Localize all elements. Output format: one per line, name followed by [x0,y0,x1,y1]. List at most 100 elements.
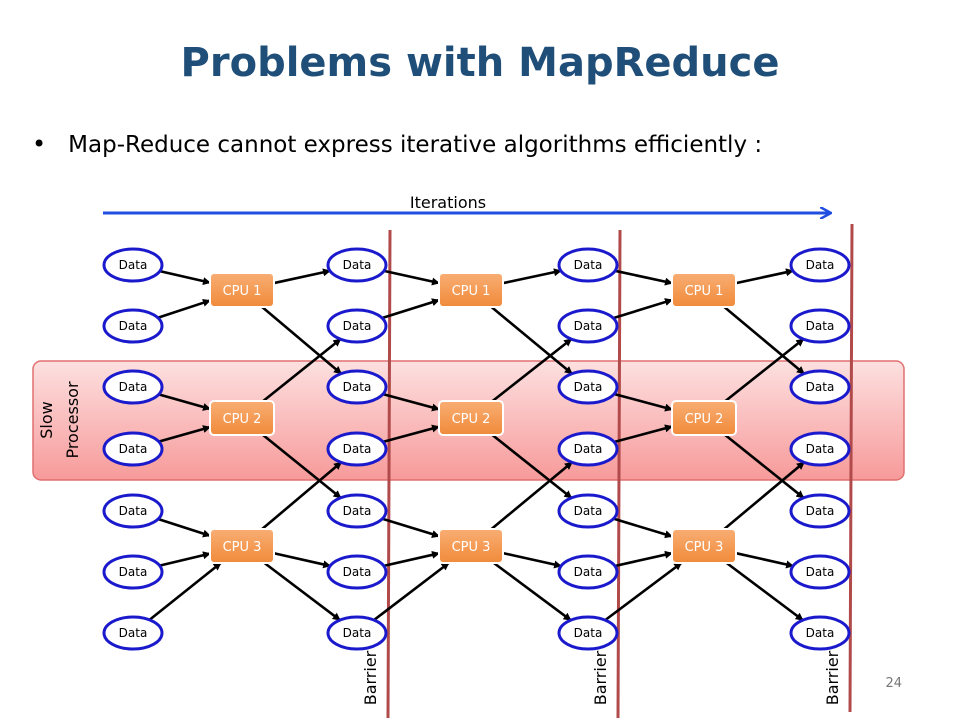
data-node-shape [102,493,164,529]
data-node-label: Data [119,258,148,272]
cpu-node-shape [438,400,504,436]
data-node-shape [789,369,851,405]
cpu-node-1: CPU 1 [671,272,737,308]
arrow-in-s3-1 [614,269,673,286]
bullet-dot-icon: • [32,130,47,158]
arrow-in-s3-3 [613,392,673,412]
data-node: Data [557,493,619,529]
arrow-out-s3-1 [735,268,794,285]
data-node-label: Data [806,565,835,579]
data-node-label: Data [806,626,835,640]
arrow-out-s3-7 [725,561,804,622]
data-node-label: Data [343,258,372,272]
data-node: Data [102,369,164,405]
cpu-node-label: CPU 1 [452,284,491,299]
arrow-out-s1-2 [261,306,342,375]
data-node: Data [102,431,164,467]
data-node-label: Data [574,442,603,456]
arrow-out-s3-6 [735,551,795,569]
arrow-out-s3-2 [723,306,805,375]
data-node: Data [789,554,851,590]
cpu-node-shape [209,400,275,436]
cpu-node-2: CPU 2 [438,400,504,436]
arrow-in-s3-4 [613,424,673,444]
slide-title: Problems with MapReduce [180,40,780,86]
barrier-label-3: Barrier [823,650,842,705]
data-node: Data [326,308,388,344]
slow-label-line2: Processor [63,381,82,458]
cpu-node-shape [209,272,275,308]
data-node-label: Data [119,319,148,333]
data-node-shape [102,247,164,283]
arrow-in-s1-1 [159,269,211,285]
arrow-in-s2-1 [383,269,440,286]
arrow-out-s2-2 [490,305,573,375]
data-node: Data [102,493,164,529]
data-node-label: Data [806,258,835,272]
data-node-label: Data [574,626,603,640]
data-node-shape [326,493,388,529]
bullet-text: Map-Reduce cannot express iterative algo… [68,132,763,158]
barrier-line-1 [386,229,392,719]
data-node-shape [557,554,619,590]
data-node-label: Data [119,626,148,640]
data-node-shape [557,247,619,283]
data-node: Data [789,493,851,529]
arrow-in-s3-5 [613,517,673,539]
data-node-label: Data [119,504,148,518]
data-node: Data [557,431,619,467]
arrow-out-s2-4 [491,433,573,499]
data-node-shape [326,554,388,590]
data-node: Data [326,369,388,405]
data-node-label: Data [343,442,372,456]
data-node: Data [557,308,619,344]
data-node-shape [326,247,388,283]
arrow-in-s2-3 [382,392,440,412]
arrow-out-s2-3 [491,338,573,403]
arrow-out-s1-4 [262,433,342,499]
arrow-in-s2-4 [382,424,440,444]
data-node-shape [557,308,619,344]
data-node-shape [789,615,851,651]
data-node-label: Data [806,380,835,394]
cpu-node-shape [671,528,737,564]
cpu-node-shape [671,400,737,436]
arrow-in-s1-3 [158,393,211,411]
arrow-out-s1-1 [273,268,331,285]
cpu-node-1: CPU 1 [438,272,504,308]
data-node: Data [102,554,164,590]
cpu-node-label: CPU 3 [685,540,724,555]
data-node: Data [557,615,619,651]
data-node: Data [326,431,388,467]
data-node-shape [326,308,388,344]
arrow-out-s3-4 [724,433,805,499]
arrow-in-s3-6 [614,550,673,568]
cpu-node-3: CPU 3 [438,528,504,564]
data-node-label: Data [119,442,148,456]
cpu-node-label: CPU 1 [223,284,262,299]
page-number: 24 [885,676,902,691]
data-node-shape [789,554,851,590]
data-node: Data [326,247,388,283]
data-node-shape [789,493,851,529]
arrow-in-s2-5 [381,517,440,538]
data-node-label: Data [806,319,835,333]
data-node-shape [789,247,851,283]
cpu-node-label: CPU 1 [685,284,724,299]
arrow-in-s1-4 [158,425,211,443]
data-node-label: Data [574,380,603,394]
data-node: Data [326,493,388,529]
cpu-node-shape [438,272,504,308]
data-node-label: Data [806,504,835,518]
data-node-label: Data [343,380,372,394]
cpu-node-shape [438,528,504,564]
cpu-node-label: CPU 2 [452,412,491,427]
barrier-line-3 [848,223,854,713]
barrier-label-2: Barrier [591,650,610,705]
data-node: Data [102,247,164,283]
data-node: Data [789,308,851,344]
data-node-label: Data [574,565,603,579]
data-node-shape [557,615,619,651]
arrow-in-s2-6 [383,550,440,568]
